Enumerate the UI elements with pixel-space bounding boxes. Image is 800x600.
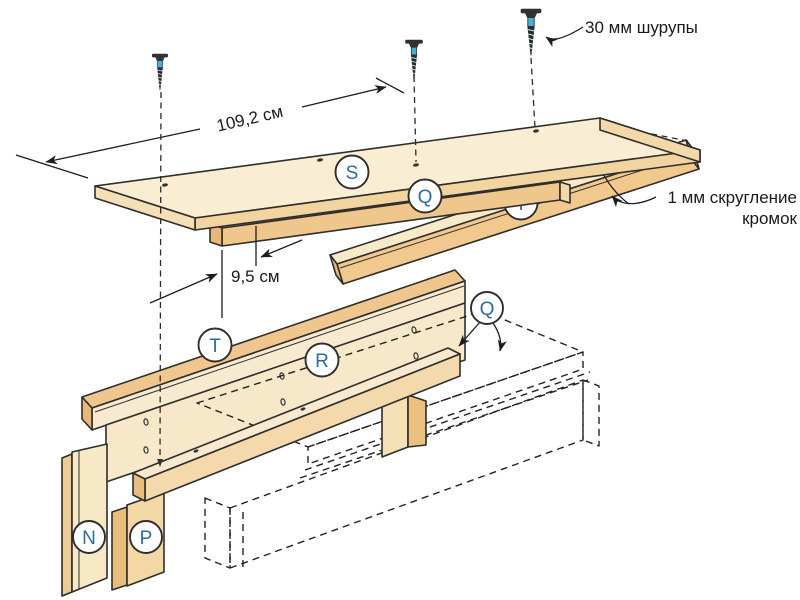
part-label-trim-mounted: T xyxy=(197,327,233,363)
lower-assembly: T R N P Q xyxy=(61,269,600,597)
screws-group: 30 мм шурупы xyxy=(151,8,698,467)
offset-dimension: 9,5 см xyxy=(149,226,303,318)
top-shelf-board: S Q xyxy=(94,117,701,247)
shelf-screw-holes xyxy=(162,129,539,187)
part-label-top-shelf-text: S xyxy=(346,163,359,184)
edge-rounding-label-line1: 1 мм скругление xyxy=(667,188,797,207)
part-label-shelf-cleat-text: Q xyxy=(480,299,495,320)
ghost-assembled-shelf xyxy=(196,310,600,572)
edge-rounding-label-line2: кромок xyxy=(742,209,797,228)
screw-right xyxy=(520,8,542,57)
screw-middle xyxy=(405,39,423,81)
part-label-back-panel-text: R xyxy=(315,351,329,372)
part-label-support-text: P xyxy=(140,528,153,549)
part-label-top-cleat-text: Q xyxy=(418,187,433,208)
part-label-back-panel: R xyxy=(304,342,340,378)
offset-dimension-label: 9,5 см xyxy=(231,267,280,286)
part-label-support: P xyxy=(129,520,163,554)
centre-post xyxy=(381,394,427,458)
part-label-shelf-cleat: Q xyxy=(458,291,507,352)
screws-callout: 30 мм шурупы xyxy=(545,18,698,48)
end-board xyxy=(61,443,108,597)
part-label-top-shelf: S xyxy=(334,154,370,190)
edge-rounding-callout: 1 мм скругление кромок xyxy=(597,163,798,228)
length-dimension-label: 109,2 см xyxy=(215,102,285,136)
part-label-top-cleat: Q xyxy=(407,178,443,214)
shelf-cleat xyxy=(132,347,461,502)
part-label-end-board-text: N xyxy=(82,528,96,549)
screws-label: 30 мм шурупы xyxy=(585,18,698,37)
part-label-end-board: N xyxy=(72,520,106,554)
part-label-trim-mounted-text: T xyxy=(209,336,221,357)
screw-left xyxy=(151,53,169,92)
mounted-trim-strip xyxy=(81,269,466,431)
top-cleat xyxy=(209,181,571,247)
